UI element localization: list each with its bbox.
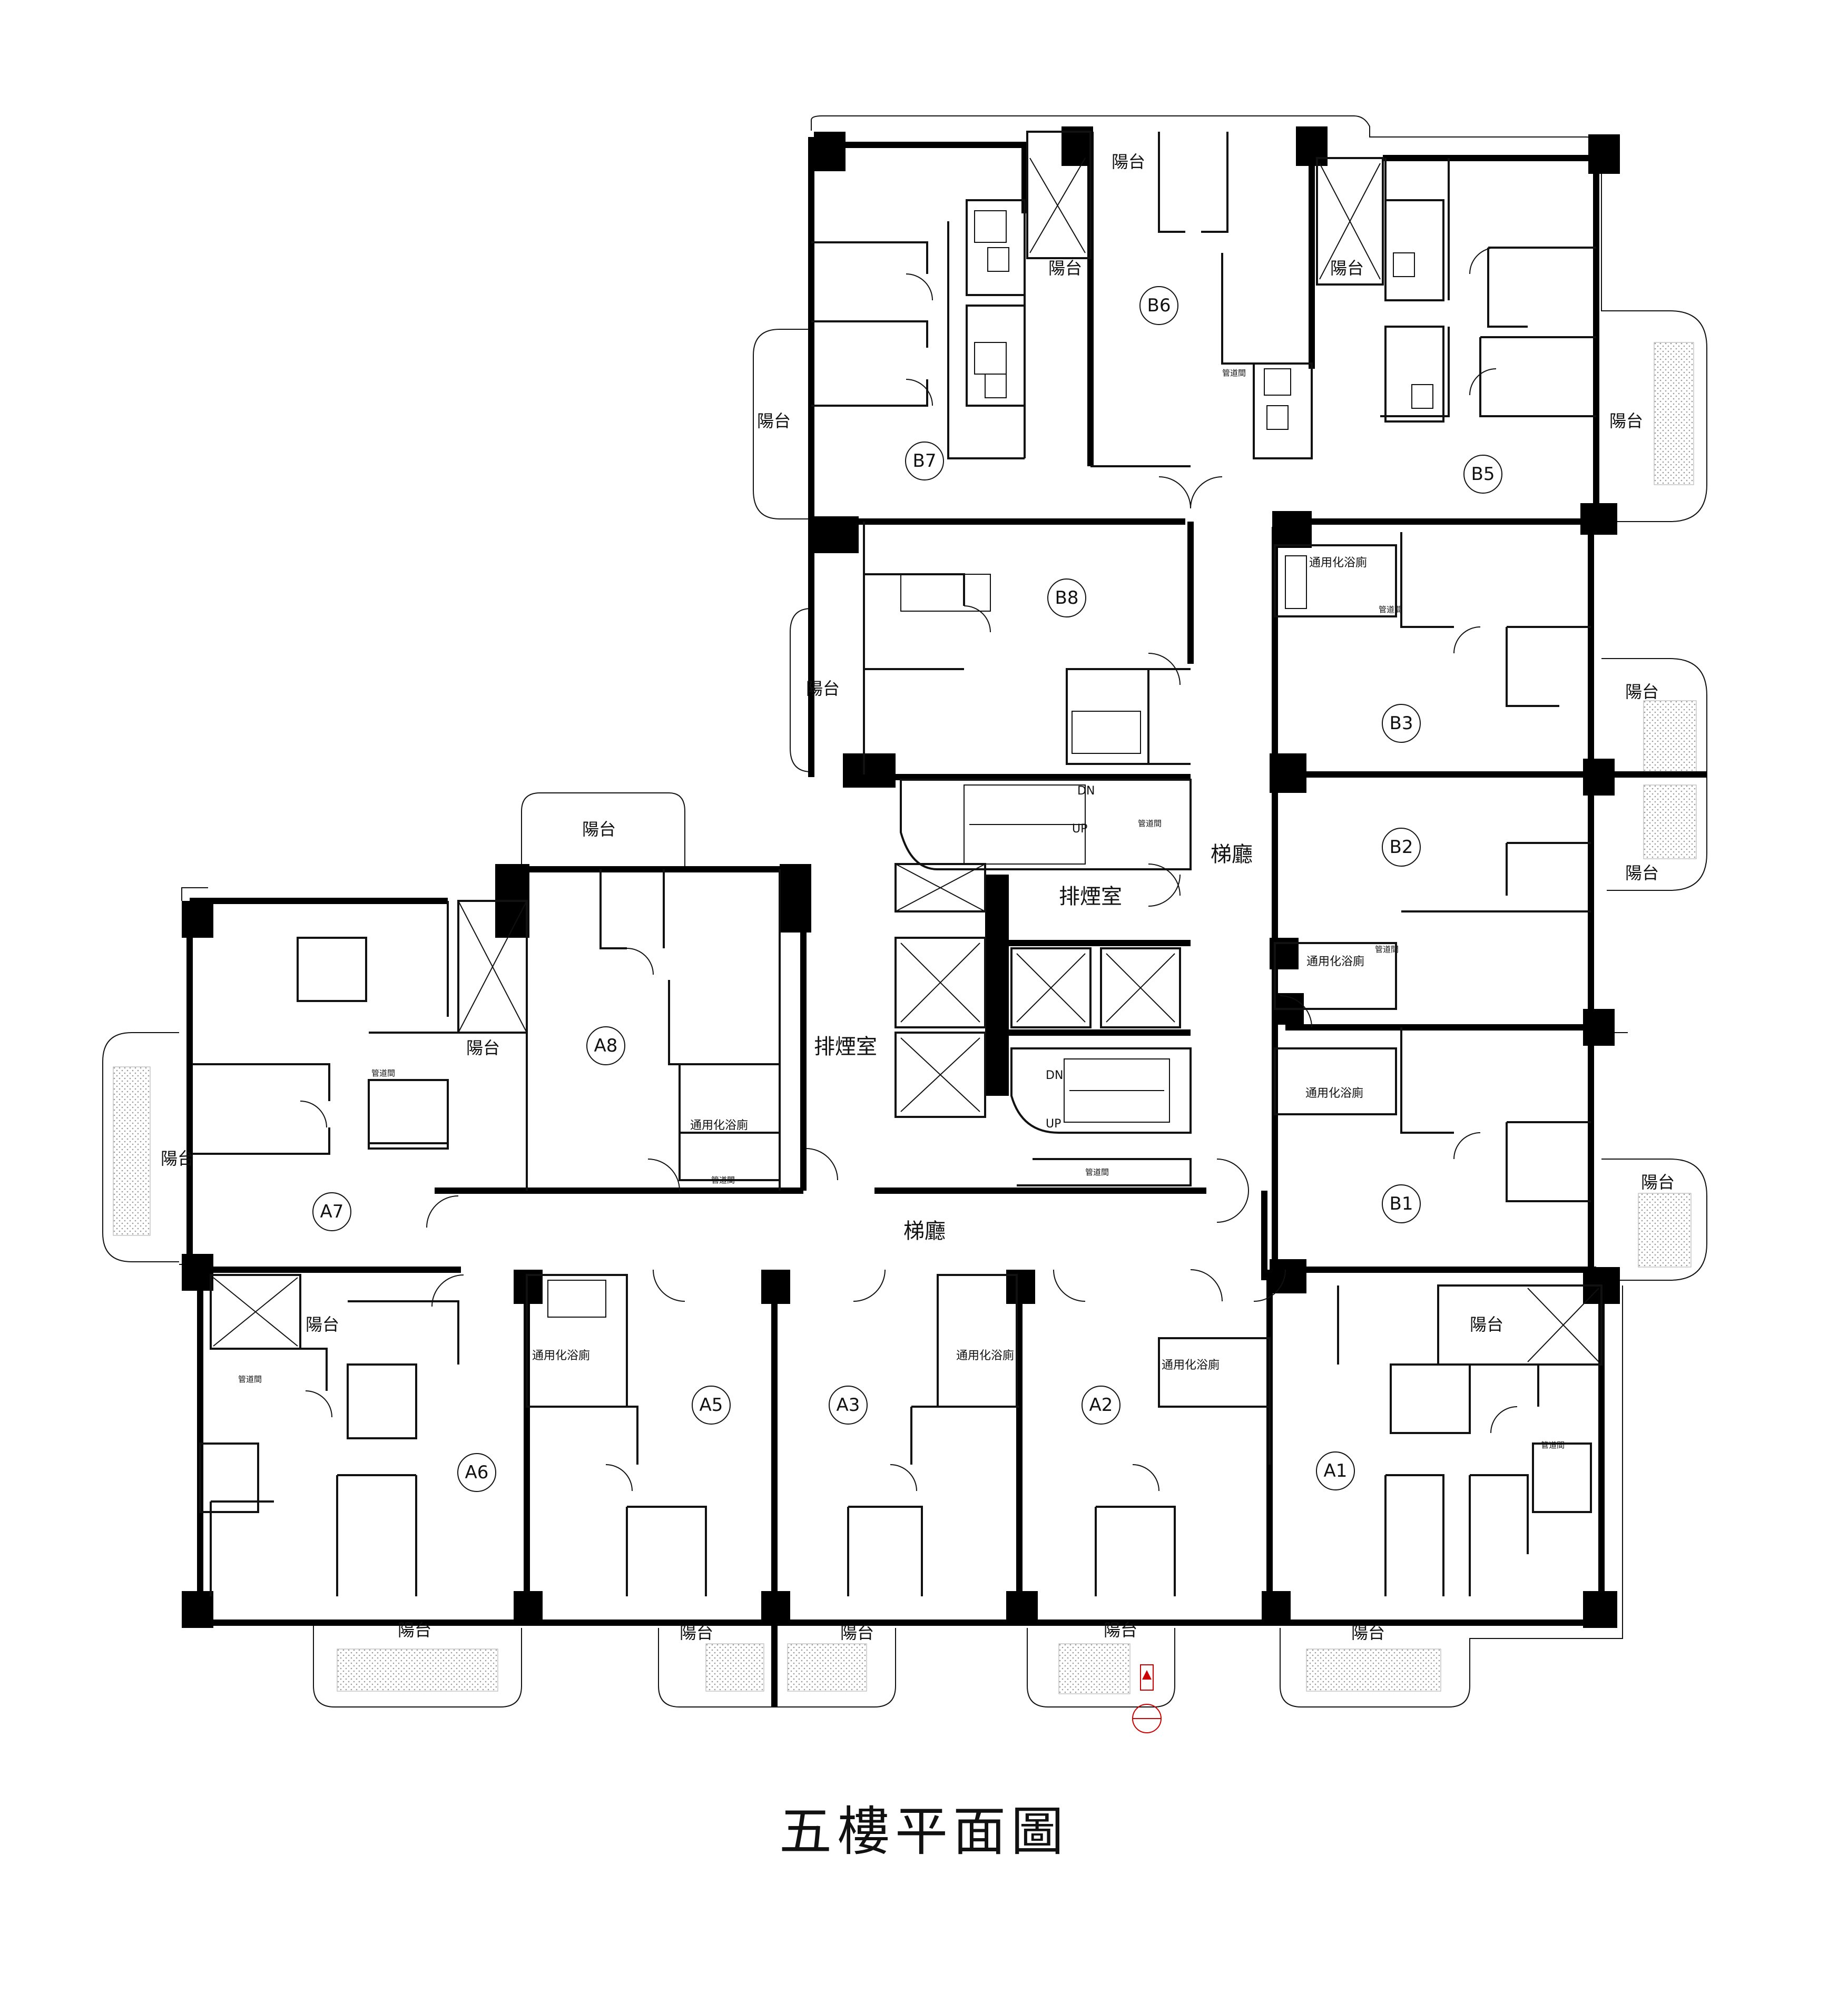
universal-bathroom-label: 通用化浴廁	[690, 1119, 748, 1132]
svg-text:A1: A1	[1324, 1460, 1348, 1481]
unit-marker-a1: A1	[1316, 1451, 1355, 1490]
core	[894, 574, 1192, 1186]
balcony-label: 陽台	[1625, 863, 1659, 883]
unit-markers: B6 B7 B5 B8 B3 B2 B1 A8 A7 A6 A5 A3 A2 A…	[312, 286, 1502, 1492]
svg-text:B7: B7	[913, 450, 937, 472]
svg-text:A7: A7	[320, 1201, 344, 1222]
balcony-label: 陽台	[1641, 1172, 1675, 1192]
smoke-exhaust-room-label: 排煙室	[814, 1035, 877, 1059]
unit-marker-a7: A7	[312, 1192, 351, 1231]
pipe-room-label: 管道間	[371, 1068, 395, 1078]
svg-text:B1: B1	[1390, 1193, 1413, 1214]
universal-bathroom-label: 通用化浴廁	[956, 1349, 1014, 1362]
stair-down-label: DN	[1046, 1069, 1063, 1082]
balcony-label: 陽台	[466, 1038, 500, 1058]
pipe-room-label: 管道間	[1085, 1167, 1109, 1177]
balcony-label: 陽台	[840, 1623, 874, 1643]
pipe-room-label: 管道間	[1379, 605, 1402, 614]
pipe-room-label: 管道間	[238, 1375, 262, 1384]
page-title: 五樓平面圖	[779, 1801, 1069, 1862]
balcony-label: 陽台	[1048, 258, 1082, 278]
outer-walls	[186, 129, 1707, 1707]
room-labels: 陽台 陽台 陽台 陽台 陽台 陽台 陽台 陽台 陽台 陽台 陽台 陽台 陽台 陽…	[161, 152, 1675, 1643]
door-swings	[300, 247, 1518, 1491]
unit-marker-b1: B1	[1382, 1184, 1421, 1223]
balcony-label: 陽台	[1112, 152, 1145, 172]
universal-bathroom-label: 通用化浴廁	[1305, 1087, 1363, 1100]
lobby-label: 梯廳	[1211, 842, 1253, 867]
columns	[182, 126, 1620, 1628]
universal-bathroom-label: 通用化浴廁	[1306, 955, 1364, 968]
unit-marker-b3: B3	[1382, 704, 1421, 743]
balcony-label: 陽台	[806, 679, 840, 699]
svg-text:B8: B8	[1055, 587, 1079, 609]
balcony-label: 陽台	[1351, 1623, 1385, 1643]
unit-marker-a2: A2	[1082, 1386, 1120, 1425]
balcony-label: 陽台	[1470, 1314, 1503, 1334]
balcony-label: 陽台	[757, 411, 791, 431]
unit-marker-a6: A6	[457, 1453, 496, 1492]
balcony-label: 陽台	[306, 1314, 339, 1334]
svg-text:B6: B6	[1147, 295, 1171, 316]
unit-marker-b5: B5	[1463, 455, 1502, 494]
balcony-label: 陽台	[1330, 258, 1364, 278]
universal-bathroom-label: 通用化浴廁	[532, 1349, 590, 1362]
pipe-room-label: 管道間	[1222, 368, 1246, 378]
unit-marker-b7: B7	[905, 441, 944, 480]
stair-up-label: UP	[1072, 822, 1087, 836]
unit-marker-a3: A3	[829, 1386, 868, 1425]
pipe-room-label: 管道間	[1138, 819, 1162, 828]
stair-up-label: UP	[1046, 1117, 1061, 1131]
svg-text:B3: B3	[1390, 713, 1413, 734]
svg-text:A2: A2	[1089, 1395, 1113, 1416]
lobby-label: 梯廳	[903, 1219, 946, 1243]
unit-marker-a8: A8	[586, 1026, 625, 1065]
svg-text:A6: A6	[465, 1462, 489, 1483]
bathroom-fixtures	[199, 131, 1603, 1513]
unit-marker-b2: B2	[1382, 828, 1421, 867]
north-arrow-icon	[1132, 1664, 1162, 1733]
balcony-label: 陽台	[398, 1620, 431, 1640]
balcony-label: 陽台	[680, 1623, 713, 1643]
svg-text:B2: B2	[1390, 837, 1413, 858]
planter-boxes	[113, 342, 1697, 1694]
unit-marker-b6: B6	[1139, 286, 1178, 325]
pipe-room-label: 管道間	[711, 1175, 735, 1185]
smoke-exhaust-room-label: 排煙室	[1059, 885, 1122, 909]
universal-bathroom-label: 通用化浴廁	[1309, 556, 1367, 570]
pipe-room-label: 管道間	[1375, 945, 1399, 954]
balcony-label: 陽台	[1104, 1620, 1137, 1640]
universal-bathroom-label: 通用化浴廁	[1162, 1359, 1220, 1372]
svg-text:A3: A3	[837, 1395, 860, 1416]
unit-marker-b8: B8	[1047, 578, 1086, 617]
svg-text:A5: A5	[700, 1395, 723, 1416]
unit-marker-a5: A5	[692, 1386, 731, 1425]
balcony-label: 陽台	[161, 1149, 194, 1169]
stair-down-label: DN	[1077, 784, 1095, 798]
balcony-label: 陽台	[1609, 411, 1643, 431]
svg-text:A8: A8	[594, 1035, 618, 1056]
svg-text:B5: B5	[1471, 464, 1495, 485]
balcony-label: 陽台	[582, 819, 616, 839]
balcony-label: 陽台	[1625, 682, 1659, 702]
pipe-room-label: 管道間	[1541, 1440, 1565, 1450]
